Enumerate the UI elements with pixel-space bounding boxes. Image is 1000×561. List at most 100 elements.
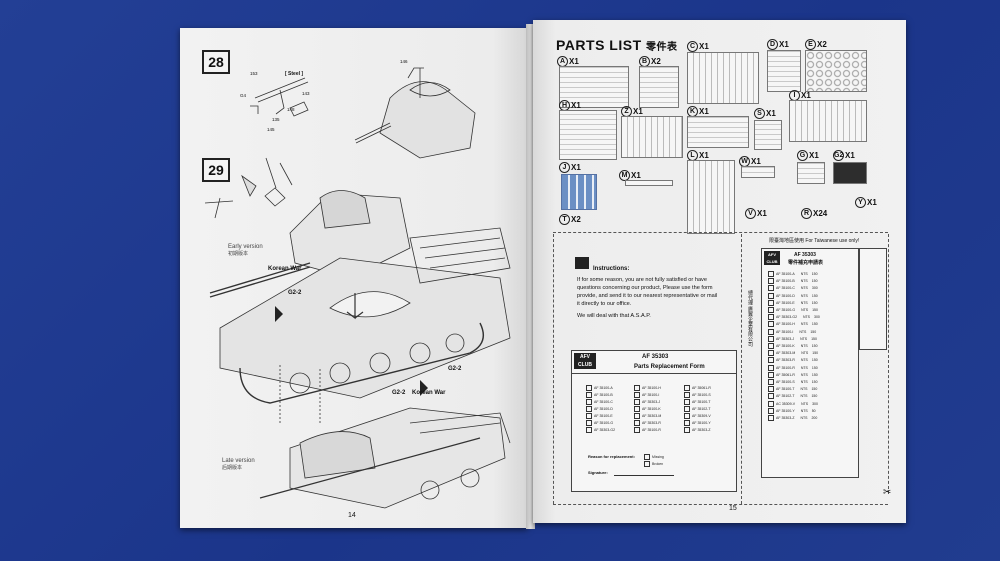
form-checkbox-item[interactable]: AF 35061-R	[684, 385, 711, 391]
instructions-line: provide, and send it to our nearest repr…	[577, 293, 718, 299]
steel-label: [ Steel ]	[285, 71, 304, 77]
part-number: G4	[240, 93, 247, 98]
form-checkbox-item[interactable]: AF 35100-C	[586, 399, 613, 405]
sprue-j-decals	[561, 174, 597, 210]
broken-checkbox[interactable]: Broken	[644, 461, 663, 467]
form-checkbox-item[interactable]: AF 35100-E	[586, 413, 613, 419]
form-checkbox-item[interactable]: AF 35100-K	[634, 406, 661, 412]
form-checkbox-item[interactable]: AF 35303-G2	[586, 427, 615, 433]
form-checkbox-item[interactable]: AF 35100-Y	[684, 420, 711, 426]
sprue-z	[621, 116, 683, 158]
part-number: 143	[302, 91, 310, 96]
parts-list-title: PARTS LIST 零件表	[556, 37, 678, 53]
sprue-h	[559, 110, 617, 160]
signature-label: Signature:	[588, 470, 608, 475]
form-checkbox-item[interactable]: AF 35100-B	[586, 392, 613, 398]
early-version-label-zh: 初期版本	[228, 251, 249, 257]
form-checkbox-item[interactable]: AF 35100-S	[684, 392, 711, 398]
form-checkbox-item[interactable]: AF 35303-M	[634, 413, 661, 419]
taiwan-form-title: 零件補充申請表	[788, 260, 824, 266]
form-checkbox-item[interactable]: AF 35100-R	[634, 427, 661, 433]
book-spine	[526, 24, 535, 529]
form-checkbox-item[interactable]: AF 35100-I	[634, 392, 659, 398]
sprue-b	[639, 66, 679, 108]
part-number: 146	[400, 59, 408, 64]
form-checkbox-item[interactable]: AF 35303-J	[634, 399, 660, 405]
signature-line[interactable]	[614, 475, 674, 476]
late-version-label-zh: 后期版本	[222, 465, 243, 471]
early-version-label: Early version	[228, 244, 263, 250]
reason-label: Reason for replacement:	[588, 454, 635, 459]
step-29-number: 29	[202, 158, 230, 182]
g2-2-label: G2-2	[448, 366, 462, 372]
form-checkbox-item[interactable]: AF 35309-V	[684, 413, 711, 419]
instructions-closing: We will deal with that A.S.A.P.	[577, 313, 651, 319]
form-checkbox-item[interactable]: AF 35303-Z	[684, 427, 710, 433]
sprue-a	[559, 66, 629, 108]
form-checkbox-item[interactable]: AF 35100-A	[586, 385, 613, 391]
sprue-c	[687, 52, 759, 104]
instructions-line: it directly to our office.	[577, 301, 632, 307]
page-number: 15	[729, 505, 737, 512]
part-number: 135	[272, 117, 280, 122]
taiwan-agent-text: 總代理 鷹翼企業有限公司	[747, 290, 753, 347]
scissors-icon: ✂	[883, 487, 892, 498]
form-checkbox-item[interactable]: AF 35100-H	[634, 385, 661, 391]
sprue-g	[797, 162, 825, 184]
step-28-number: 28	[202, 50, 230, 74]
sprue-e	[805, 50, 867, 92]
pen-icon	[575, 257, 589, 269]
cut-line	[553, 504, 888, 505]
assembly-line-drawings	[204, 67, 511, 509]
sprue-d	[767, 50, 801, 92]
form-checkbox-item[interactable]: AF 35100-T	[684, 399, 710, 405]
instructions-heading: Instructions:	[593, 266, 630, 272]
g2-2-label: G2-2	[392, 390, 406, 396]
form-checkbox-item[interactable]: AF 35100-G	[586, 420, 613, 426]
form-checkbox-item[interactable]: AF 35102-T	[684, 406, 710, 412]
form-checkbox-item[interactable]: AF 35100-D	[586, 406, 613, 412]
missing-checkbox[interactable]: Missing	[644, 454, 664, 460]
korean-war-label: Korean War	[268, 266, 302, 272]
sprue-w	[741, 166, 775, 178]
sprue-m	[625, 180, 673, 186]
instructions-line: questions concerning our product, Please…	[577, 285, 713, 291]
sprue-k	[687, 116, 749, 148]
cut-line	[888, 234, 889, 494]
cut-line	[553, 234, 554, 504]
form-checkbox-item[interactable]: AF 35303-R	[634, 420, 661, 426]
